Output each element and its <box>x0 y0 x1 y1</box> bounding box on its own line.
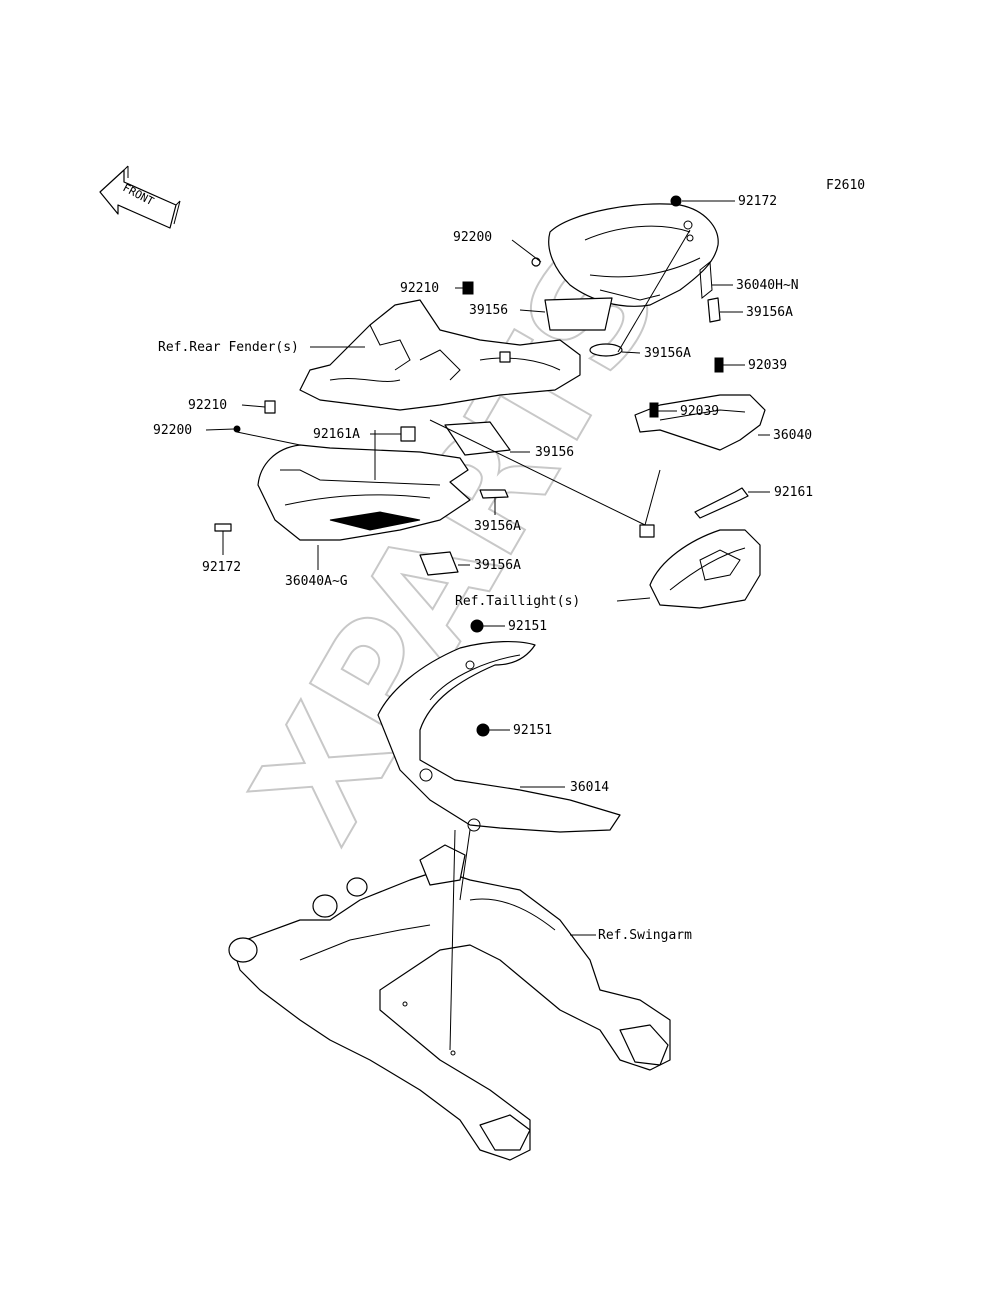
callout-36040: 36040 <box>773 428 812 443</box>
callout-labels: 92172 92200 36040H~N 92210 39156 39156A … <box>153 194 813 943</box>
rear-fender <box>299 299 581 411</box>
gasket-39156A-mid <box>589 343 623 357</box>
bolt-92151-a <box>470 619 484 633</box>
callout-36040AG: 36040A~G <box>285 574 348 589</box>
grommet-92200-left <box>233 425 241 433</box>
callout-ref-swingarm: Ref.Swingarm <box>598 928 692 943</box>
callout-92161A: 92161A <box>313 427 360 442</box>
callout-39156-top: 39156 <box>469 303 508 318</box>
sticker-39156-mid <box>444 421 511 456</box>
sticker-39156A-low <box>479 489 509 499</box>
callout-92039-a: 92039 <box>748 358 787 373</box>
callout-92151-a: 92151 <box>508 619 547 634</box>
callout-92161: 92161 <box>774 485 813 500</box>
clamp-92161A <box>400 426 416 442</box>
callout-39156A-top: 39156A <box>746 305 793 320</box>
callout-92039-b: 92039 <box>680 404 719 419</box>
sticker-39156A-top <box>707 297 721 323</box>
callout-92172-left: 92172 <box>202 560 241 575</box>
figure-code: F2610 <box>826 178 865 193</box>
callout-92200-left: 92200 <box>153 423 192 438</box>
tail-rail <box>634 394 766 451</box>
swingarm <box>228 844 671 1161</box>
callout-39156A-mid: 39156A <box>644 346 691 361</box>
sticker-39156A-bot <box>419 551 459 576</box>
taillight <box>639 524 761 609</box>
grommet-92200-top <box>531 257 541 267</box>
callout-ref-taillight: Ref.Taillight(s) <box>455 594 580 609</box>
callout-ref-rear-fender: Ref.Rear Fender(s) <box>158 340 299 355</box>
seat-cowl-upper <box>548 203 719 307</box>
callout-92210-top: 92210 <box>400 281 439 296</box>
callout-39156-mid: 39156 <box>535 445 574 460</box>
clip-92039-a <box>714 357 724 373</box>
bolt-92151-b <box>476 723 490 737</box>
chain-guard <box>377 640 621 833</box>
callout-36014: 36014 <box>570 780 609 795</box>
hardware-parts <box>214 195 749 737</box>
bolt-92172-top <box>670 195 682 207</box>
callout-39156A-bot: 39156A <box>474 558 521 573</box>
collar-92210-left <box>264 400 276 414</box>
front-arrow-icon: FRONT <box>99 165 181 229</box>
sticker-39156-top <box>544 297 613 331</box>
callout-92172-top: 92172 <box>738 194 777 209</box>
callout-36040HN: 36040H~N <box>736 278 799 293</box>
clip-92039-b <box>649 402 659 418</box>
callout-92200-top: 92200 <box>453 230 492 245</box>
callout-92151-b: 92151 <box>513 723 552 738</box>
callout-92210-left: 92210 <box>188 398 227 413</box>
callout-39156A-low: 39156A <box>474 519 521 534</box>
watermark-text: XPARTS <box>220 221 694 868</box>
seat-cowl-side <box>257 444 471 541</box>
bracket-92161 <box>694 487 749 519</box>
leader-lines <box>205 200 770 1051</box>
bolt-92172-left <box>214 523 232 532</box>
